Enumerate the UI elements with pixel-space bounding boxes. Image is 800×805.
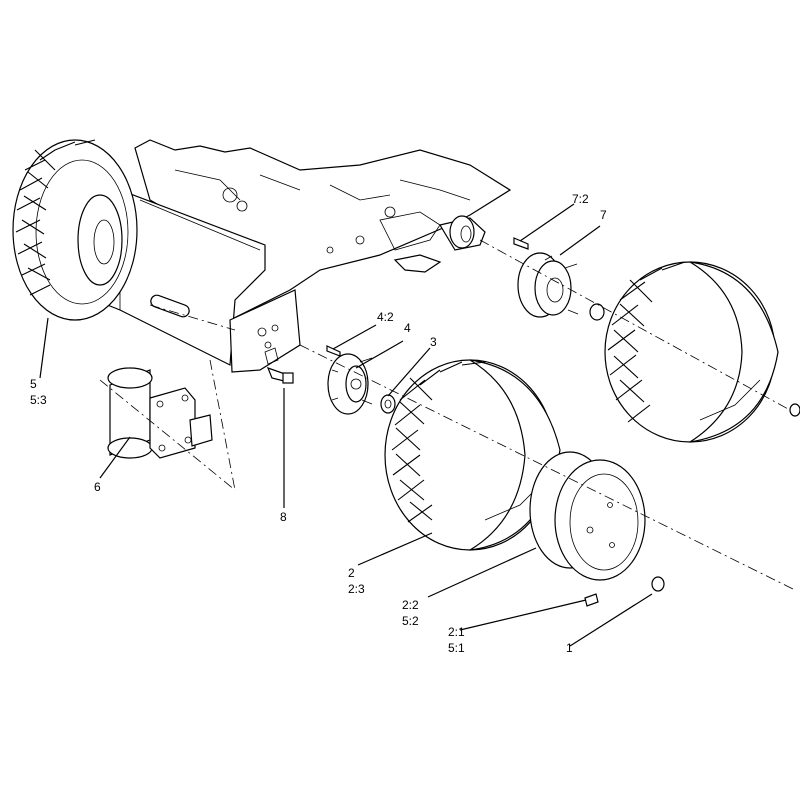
svg-text:2:1: 2:1 bbox=[448, 625, 465, 639]
svg-text:1: 1 bbox=[566, 641, 573, 655]
svg-text:7: 7 bbox=[600, 208, 607, 222]
callout-3: 3 bbox=[430, 335, 437, 349]
callout-text: 6 bbox=[94, 480, 101, 494]
alignment-lines bbox=[99, 239, 796, 591]
callout-1: 1 bbox=[566, 641, 573, 655]
svg-text:3: 3 bbox=[430, 335, 437, 349]
callout-text: 2 bbox=[348, 566, 355, 580]
right-rear-tire bbox=[604, 261, 779, 443]
callout-8: 8 bbox=[280, 510, 287, 524]
svg-text:5:1: 5:1 bbox=[448, 641, 465, 655]
svg-text:2:2: 2:2 bbox=[402, 598, 419, 612]
callout-7-2: 7:2 bbox=[572, 192, 589, 206]
callout-text: 5:1 bbox=[448, 641, 465, 655]
svg-text:5: 5 bbox=[30, 377, 37, 391]
callout-text: 7:2 bbox=[572, 192, 589, 206]
svg-text:4:2: 4:2 bbox=[377, 310, 394, 324]
callout-text: 2:2 bbox=[402, 598, 419, 612]
svg-text:6: 6 bbox=[94, 480, 101, 494]
callout-text: 2:1 bbox=[448, 625, 465, 639]
callout-7: 7 bbox=[600, 208, 607, 222]
svg-text:5:3: 5:3 bbox=[30, 393, 47, 407]
left-rear-tire bbox=[12, 139, 138, 321]
svg-text:7:2: 7:2 bbox=[572, 192, 589, 206]
wheel-motor bbox=[107, 367, 213, 459]
callout-text: 7 bbox=[600, 208, 607, 222]
svg-text:2: 2 bbox=[348, 566, 355, 580]
callout-text: 4:2 bbox=[377, 310, 394, 324]
chassis-frame bbox=[69, 139, 512, 373]
nut-3 bbox=[380, 394, 396, 414]
callout-2: 2 2:3 bbox=[348, 566, 365, 596]
svg-text:2:3: 2:3 bbox=[348, 582, 365, 596]
callout-4-2: 4:2 bbox=[377, 310, 394, 324]
brake-hub-7 bbox=[513, 237, 605, 321]
leader-lines bbox=[39, 203, 653, 647]
callout-text: 2:3 bbox=[348, 582, 365, 596]
callout-text: 5:3 bbox=[30, 393, 47, 407]
callout-5: 5 5:3 bbox=[30, 377, 47, 407]
callout-2-1: 2:1 5:1 bbox=[448, 625, 465, 655]
valve-stem bbox=[584, 593, 599, 607]
callout-6: 6 bbox=[94, 480, 101, 494]
lug-nut-1 bbox=[651, 403, 800, 592]
callout-4: 4 bbox=[404, 321, 411, 335]
callout-text: 5:2 bbox=[402, 614, 419, 628]
callout-text: 1 bbox=[566, 641, 573, 655]
callout-text: 3 bbox=[430, 335, 437, 349]
svg-text:5:2: 5:2 bbox=[402, 614, 419, 628]
wheel-hub-4 bbox=[326, 345, 373, 415]
callout-text: 5 bbox=[30, 377, 37, 391]
wheel-rim bbox=[529, 451, 646, 581]
callout-text: 8 bbox=[280, 510, 287, 524]
svg-text:4: 4 bbox=[404, 321, 411, 335]
bolt-8 bbox=[266, 366, 294, 384]
svg-text:8: 8 bbox=[280, 510, 287, 524]
callout-2-2: 2:2 5:2 bbox=[402, 598, 419, 628]
callout-text: 4 bbox=[404, 321, 411, 335]
